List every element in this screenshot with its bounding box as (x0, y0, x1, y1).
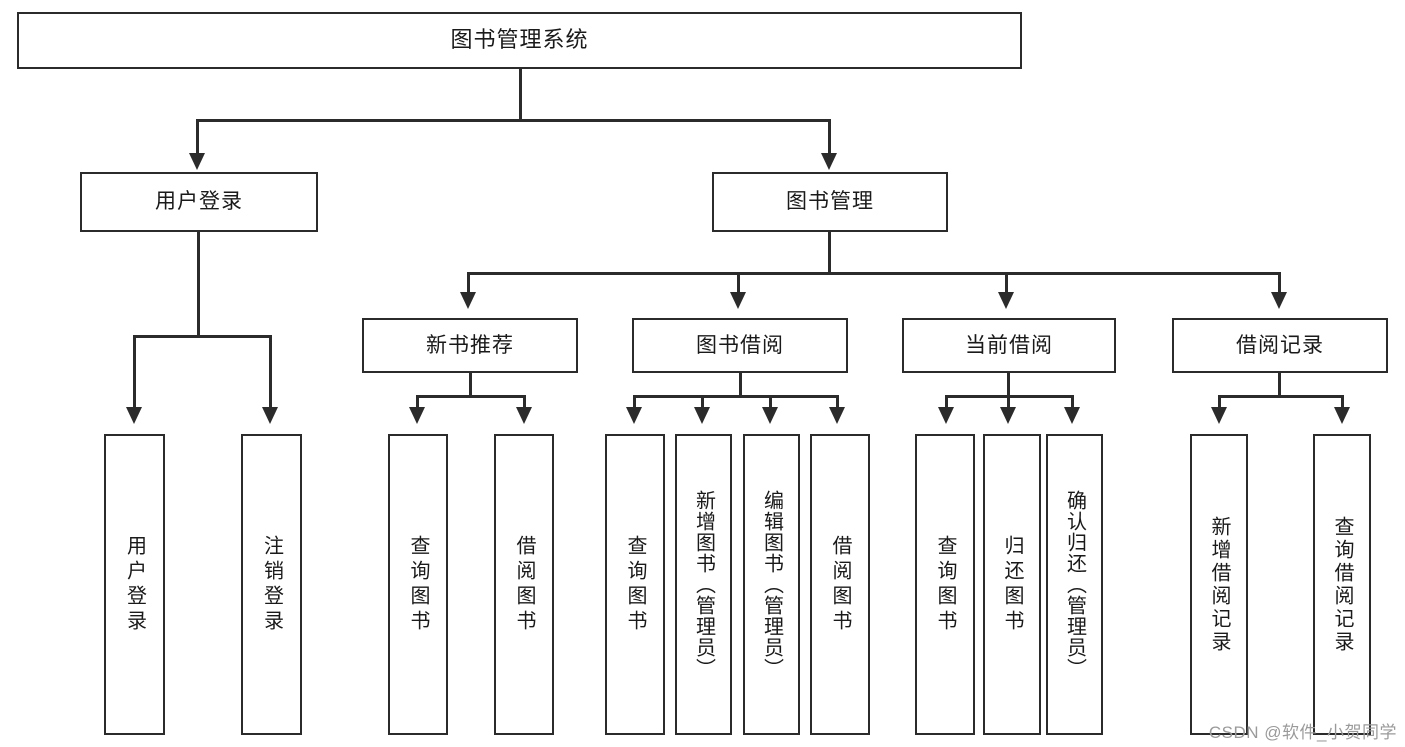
node-leaf-borrow-book-2[interactable]: 借阅图书 (810, 434, 870, 735)
connector-br-branch-2 (1341, 395, 1344, 409)
arrowhead-leaf-edit-book (762, 407, 778, 424)
node-label: 确认归还（管理员） (1063, 490, 1086, 679)
node-label: 新增图书（管理员） (692, 490, 715, 679)
node-label: 借阅记录 (1236, 333, 1324, 357)
connector-book-manage-branch-2 (737, 272, 740, 294)
node-label: 当前借阅 (965, 333, 1053, 357)
node-label: 注销登录 (260, 534, 283, 635)
connector-new-book-recommend-bus (416, 395, 526, 398)
node-leaf-query-book-2[interactable]: 查询图书 (605, 434, 665, 735)
arrowhead-leaf-user-login (126, 407, 142, 424)
node-new-book-recommend[interactable]: 新书推荐 (362, 318, 578, 373)
node-borrow-record[interactable]: 借阅记录 (1172, 318, 1388, 373)
arrowhead-leaf-add-book (694, 407, 710, 424)
node-label: 用户登录 (155, 190, 243, 214)
arrowhead-leaf-query-book-2 (626, 407, 642, 424)
node-leaf-user-logout[interactable]: 注销登录 (241, 434, 302, 735)
arrowhead-user-login (189, 153, 205, 170)
connector-user-login-stem (197, 232, 200, 336)
node-leaf-query-book-3[interactable]: 查询图书 (915, 434, 975, 735)
connector-user-login-branch-2 (269, 335, 272, 409)
arrowhead-leaf-borrow-book-1 (516, 407, 532, 424)
connector-book-manage-branch-4 (1278, 272, 1281, 294)
arrowhead-new-book-recommend (460, 292, 476, 309)
arrowhead-leaf-query-book-3 (938, 407, 954, 424)
arrowhead-leaf-return-book (1000, 407, 1016, 424)
watermark-text: CSDN @软件_小贺同学 (1208, 723, 1397, 742)
arrowhead-borrow-record (1271, 292, 1287, 309)
node-label: 用户登录 (123, 534, 146, 635)
node-leaf-add-record[interactable]: 新增借阅记录 (1190, 434, 1248, 735)
node-leaf-confirm-return[interactable]: 确认归还（管理员） (1046, 434, 1103, 735)
connector-root-to-user-login (196, 119, 199, 155)
node-label: 查询图书 (624, 534, 646, 635)
node-leaf-return-book[interactable]: 归还图书 (983, 434, 1041, 735)
connector-root-bus (196, 119, 831, 122)
connector-book-manage-branch-3 (1005, 272, 1008, 294)
connector-cb-branch-1 (945, 395, 948, 409)
arrowhead-leaf-user-logout (262, 407, 278, 424)
connector-nbr-branch-1 (416, 395, 419, 409)
connector-cb-branch-3 (1071, 395, 1074, 409)
node-book-manage[interactable]: 图书管理 (712, 172, 948, 232)
connector-book-borrow-stem (739, 373, 742, 398)
node-label: 编辑图书（管理员） (760, 490, 783, 679)
arrowhead-leaf-query-record (1334, 407, 1350, 424)
connector-new-book-recommend-stem (469, 373, 472, 398)
arrowhead-leaf-add-record (1211, 407, 1227, 424)
connector-current-borrow-stem (1007, 373, 1010, 398)
connector-borrow-record-bus (1218, 395, 1344, 398)
connector-book-manage-branch-1 (467, 272, 470, 294)
node-label: 借阅图书 (829, 534, 851, 635)
node-label: 新增借阅记录 (1208, 515, 1230, 654)
node-label: 图书管理 (786, 190, 874, 214)
node-root-system[interactable]: 图书管理系统 (17, 12, 1022, 69)
connector-nbr-branch-2 (523, 395, 526, 409)
connector-book-manage-stem (828, 232, 831, 274)
node-leaf-borrow-book-1[interactable]: 借阅图书 (494, 434, 554, 735)
node-leaf-query-book-1[interactable]: 查询图书 (388, 434, 448, 735)
node-label: 归还图书 (1001, 534, 1023, 635)
connector-bb-branch-2 (701, 395, 704, 409)
node-current-borrow[interactable]: 当前借阅 (902, 318, 1116, 373)
arrowhead-leaf-borrow-book-2 (829, 407, 845, 424)
node-leaf-add-book[interactable]: 新增图书（管理员） (675, 434, 732, 735)
arrowhead-book-manage (821, 153, 837, 170)
node-label: 查询图书 (934, 534, 956, 635)
arrowhead-leaf-confirm-return (1064, 407, 1080, 424)
connector-cb-branch-2 (1007, 395, 1010, 409)
connector-user-login-branch-1 (133, 335, 136, 409)
node-label: 查询借阅记录 (1331, 515, 1353, 654)
connector-root-to-book-manage (828, 119, 831, 155)
connector-book-borrow-bus (633, 395, 836, 398)
connector-borrow-record-stem (1278, 373, 1281, 398)
connector-br-branch-1 (1218, 395, 1221, 409)
node-leaf-user-login[interactable]: 用户登录 (104, 434, 165, 735)
arrowhead-book-borrow (730, 292, 746, 309)
node-label: 图书管理系统 (450, 27, 589, 53)
connector-bb-branch-3 (769, 395, 772, 409)
node-label: 借阅图书 (513, 534, 535, 635)
node-label: 图书借阅 (696, 333, 784, 357)
connector-root-stem (519, 69, 522, 120)
node-leaf-query-record[interactable]: 查询借阅记录 (1313, 434, 1371, 735)
node-user-login[interactable]: 用户登录 (80, 172, 318, 232)
arrowhead-current-borrow (998, 292, 1014, 309)
node-label: 查询图书 (407, 534, 429, 635)
connector-bb-branch-1 (633, 395, 636, 409)
connector-user-login-bus (133, 335, 272, 338)
node-book-borrow[interactable]: 图书借阅 (632, 318, 848, 373)
connector-bb-branch-4 (836, 395, 839, 409)
connector-book-manage-bus (467, 272, 1281, 275)
arrowhead-leaf-query-book-1 (409, 407, 425, 424)
node-leaf-edit-book[interactable]: 编辑图书（管理员） (743, 434, 800, 735)
node-label: 新书推荐 (426, 333, 514, 357)
